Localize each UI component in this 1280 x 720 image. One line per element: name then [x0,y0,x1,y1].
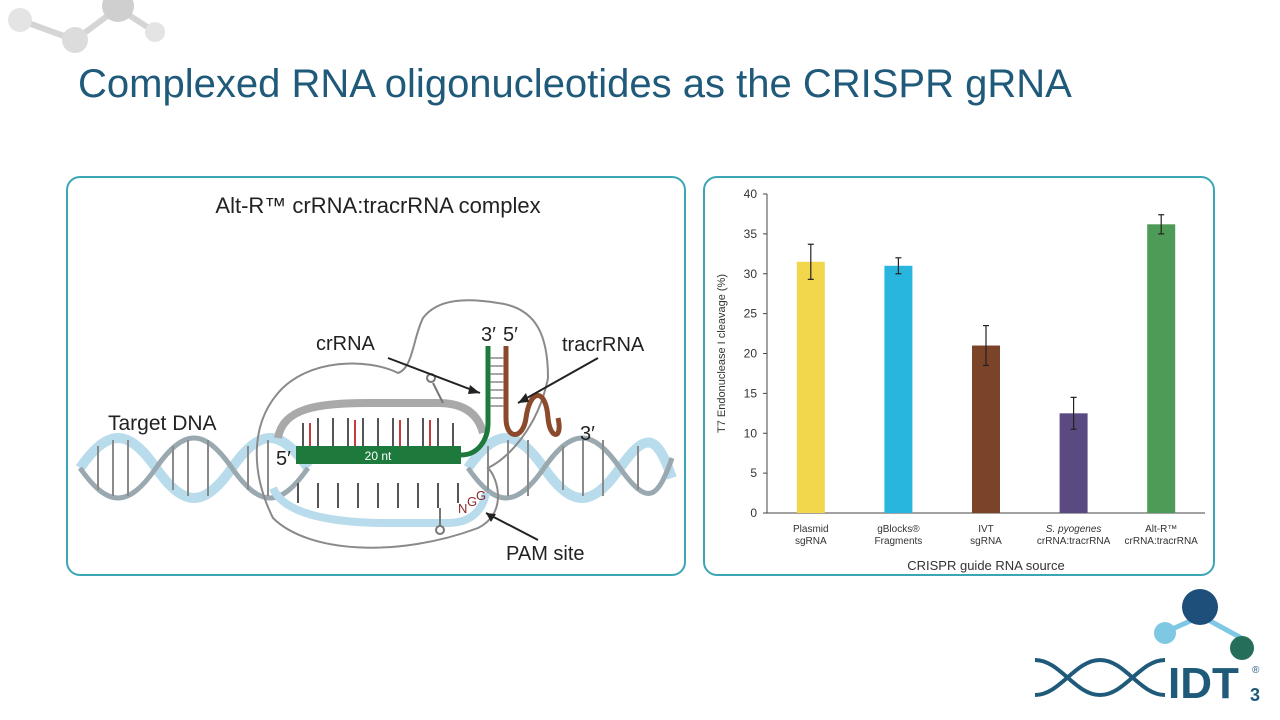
crrna-arrow [387,357,481,394]
idt-logo-text: IDT [1168,659,1239,705]
diagram-title: Alt-R™ crRNA:tracrRNA complex [215,193,540,218]
y-tick-label: 5 [750,466,757,480]
x-tick-label: IVT [978,524,994,535]
cleavage-bar-chart: 0 5 10 15 20 25 30 35 40 T7 Endonuclease I cleava… [716,187,1205,573]
guide-length-label: 20 nt [365,449,392,463]
cas9-outline [255,299,550,549]
corner-molecule-decoration [8,0,165,53]
bar [972,345,1000,513]
y-axis-title: T7 Endonuclease I cleavage (%) [716,274,728,433]
cleavage-chart-panel: 0 5 10 15 20 25 30 35 40 T7 Endonuclease I cleava… [703,176,1215,576]
cut-site-icon-bottom [435,508,445,535]
dna-3prime-label: 3′ [580,423,595,445]
dna-double-helix [75,433,677,503]
x-tick-label: sgRNA [970,536,1002,547]
y-tick-label: 15 [744,386,758,400]
x-tick-label: Plasmid [793,524,829,535]
dna-5prime-label: 5′ [276,448,291,470]
x-tick-label: S. pyogenes [1046,524,1102,535]
target-dna-label: Target DNA [108,412,217,435]
page-number: 3 [1249,685,1260,705]
y-tick-label: 0 [750,506,757,520]
idt-logo-mark: ® [1252,665,1260,676]
crispr-complex-diagram-panel: Alt-R™ crRNA:tracrRNA complex [66,176,686,576]
y-tick-label: 25 [744,307,758,321]
pam-g1: G [467,494,477,509]
x-tick-label: crRNA:tracrRNA [1125,536,1199,547]
pam-n: N [458,501,467,516]
crrna-guide-bar [296,446,461,464]
x-tick-label: Alt-R™ [1145,524,1177,535]
crrna-label: crRNA [316,333,376,355]
x-tick-label: Fragments [875,536,923,547]
x-tick-label: crRNA:tracrRNA [1037,536,1111,547]
pam-site-label: PAM site [506,543,585,565]
y-tick-label: 40 [744,187,758,201]
bar [796,261,825,513]
x-tick-label: sgRNA [795,536,827,547]
tracrrna-5prime-label: 5′ [503,324,518,346]
crrna-stem [460,346,491,458]
pam-g2: G [476,488,486,503]
y-tick-label: 35 [744,227,758,241]
slide-title: Complexed RNA oligonucleotides as the CR… [78,62,1072,106]
bar [1147,224,1176,513]
tracrrna-arrow [517,357,599,404]
crrna-3prime-label: 3′ [481,324,496,346]
crispr-complex-diagram: Alt-R™ crRNA:tracrRNA complex [75,193,677,565]
y-tick-label: 20 [744,347,758,361]
pam-arrow [485,512,539,541]
tracrrna-label: tracrRNA [562,334,645,356]
bar [1059,413,1088,513]
y-tick-label: 10 [744,426,758,440]
x-tick-label: gBlocks® [877,524,920,535]
y-tick-label: 30 [744,267,758,281]
x-axis-title: CRISPR guide RNA source [907,558,1065,573]
bar [884,265,913,513]
tracrrna-strand [503,346,562,437]
idt-logo: IDT ® [1034,589,1260,705]
dna-bubble [269,399,490,527]
